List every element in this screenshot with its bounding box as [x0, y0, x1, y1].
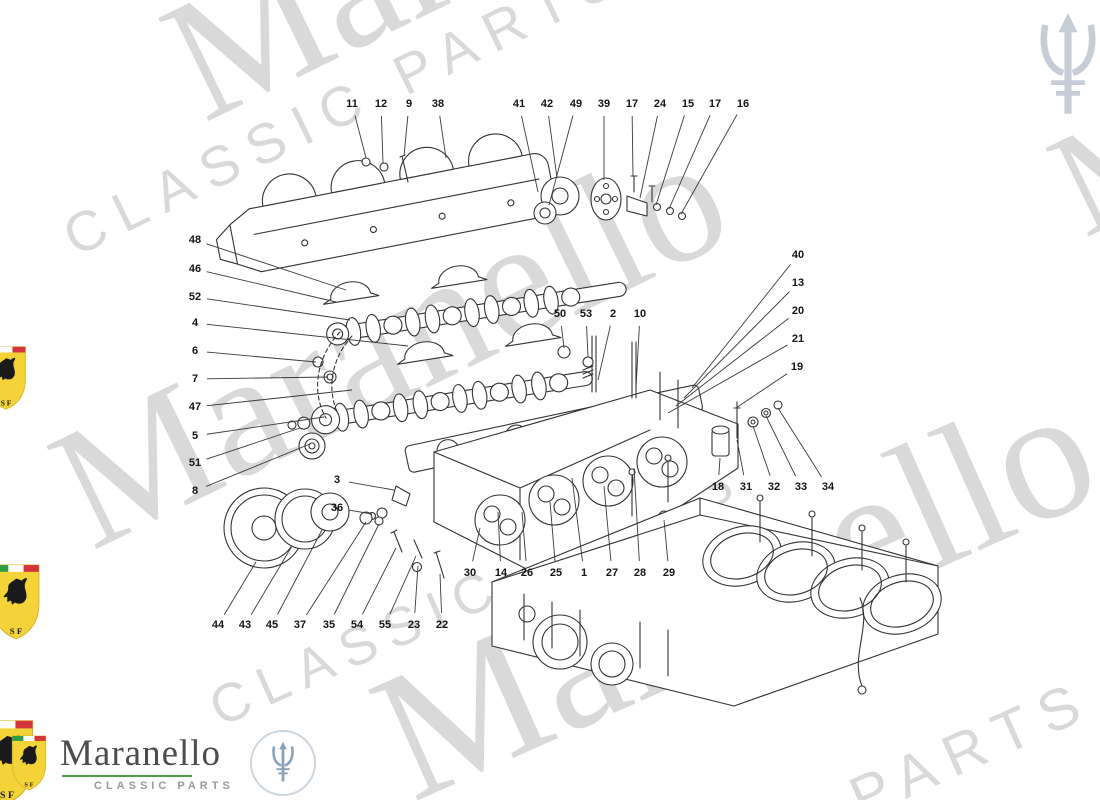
part-callout-1: 1 [580, 567, 588, 579]
part-callout-10: 10 [633, 308, 647, 320]
lower-camshaft-drawing [286, 364, 595, 440]
part-callout-19: 19 [790, 361, 804, 373]
part-callout-8: 8 [191, 485, 199, 497]
part-callout-13: 13 [791, 277, 805, 289]
part-callout-52: 52 [188, 291, 202, 303]
part-callout-21: 21 [791, 333, 805, 345]
footer-brand-block: Maranello CLASSIC PARTS [60, 735, 234, 792]
part-callout-11: 11 [346, 98, 358, 110]
part-callout-45: 45 [265, 619, 279, 631]
part-callout-46: 46 [188, 263, 202, 275]
part-callout-33: 33 [794, 481, 808, 493]
part-callout-30: 30 [463, 567, 477, 579]
part-callout-25: 25 [549, 567, 563, 579]
part-callout-48: 48 [188, 234, 202, 246]
part-callout-24: 24 [653, 98, 667, 110]
part-callout-36: 36 [330, 502, 344, 514]
part-callout-34: 34 [821, 481, 835, 493]
part-callout-39: 39 [597, 98, 611, 110]
part-callout-32: 32 [767, 481, 781, 493]
part-callout-27: 27 [605, 567, 619, 579]
part-callout-49: 49 [569, 98, 583, 110]
part-callout-31: 31 [739, 481, 753, 493]
engine-block-drawing [492, 455, 949, 706]
part-callout-40: 40 [791, 249, 805, 261]
brand-name: Maranello [60, 732, 222, 774]
maserati-trident-icon [271, 740, 294, 783]
part-callout-47: 47 [188, 401, 202, 413]
part-callout-20: 20 [791, 305, 805, 317]
cam-cover-drawing [207, 125, 558, 279]
part-callout-14: 14 [494, 567, 508, 579]
part-callout-51: 51 [188, 457, 202, 469]
part-callout-42: 42 [540, 98, 554, 110]
part-callout-41: 41 [512, 98, 526, 110]
part-callout-12: 12 [374, 98, 388, 110]
part-callout-2: 2 [609, 308, 617, 320]
part-callout-23: 23 [407, 619, 421, 631]
part-callout-17: 17 [625, 98, 639, 110]
part-callout-38: 38 [431, 98, 445, 110]
part-callout-55: 55 [378, 619, 392, 631]
cover-bolts-drawing [362, 155, 408, 182]
brand-subtitle: CLASSIC PARTS [94, 779, 234, 792]
part-callout-4: 4 [191, 317, 199, 329]
part-callout-26: 26 [520, 567, 534, 579]
part-callout-53: 53 [579, 308, 593, 320]
part-callout-5: 5 [191, 430, 199, 442]
ferrari-shield-logo [11, 735, 47, 791]
part-callout-29: 29 [662, 567, 676, 579]
part-callout-7: 7 [191, 373, 199, 385]
cylinder-head-drawing [434, 336, 738, 586]
part-callout-37: 37 [293, 619, 307, 631]
maserati-logo [249, 730, 316, 796]
part-callout-6: 6 [191, 345, 199, 357]
footer-brand-bar: Maranello CLASSIC PARTS [0, 726, 1100, 800]
part-callout-18: 18 [711, 481, 725, 493]
part-callout-35: 35 [322, 619, 336, 631]
part-callout-44: 44 [211, 619, 225, 631]
part-callout-9: 9 [405, 98, 413, 110]
part-callout-50: 50 [553, 308, 567, 320]
brand-accent-line [62, 774, 192, 777]
part-callout-43: 43 [238, 619, 252, 631]
part-callout-54: 54 [350, 619, 364, 631]
part-callout-15: 15 [681, 98, 695, 110]
part-callout-16: 16 [736, 98, 750, 110]
part-callout-22: 22 [435, 619, 449, 631]
part-callout-28: 28 [633, 567, 647, 579]
part-callout-3: 3 [333, 474, 341, 486]
part-callout-17: 17 [708, 98, 722, 110]
